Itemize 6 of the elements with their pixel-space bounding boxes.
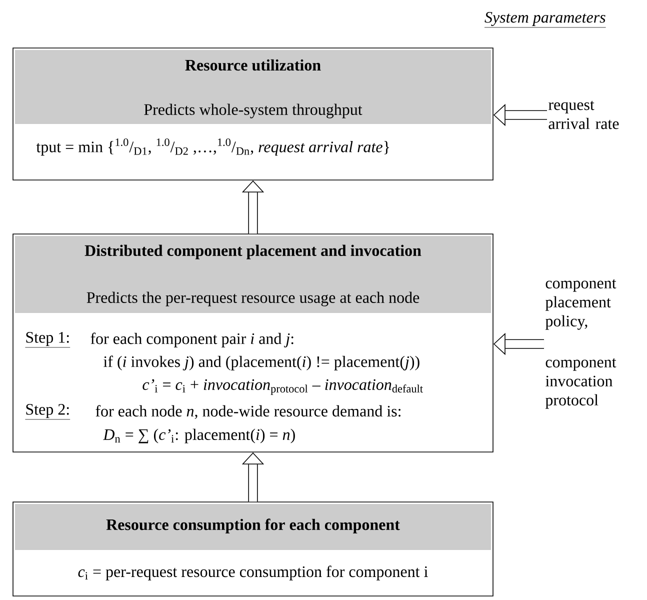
- process-box: Resource consumption for each component c$_{i}$ = per-request resource consumption for component i: [12, 502, 494, 596]
- input-label: request arrival rate: [548, 100, 619, 130]
- process-box: Resource utilization Predicts whole-system throughput tput = min {$^{1.0}$/$_{D1}$, $^{1.0}$/$_{D2}$ ,…,$^{1.0}$/$_{Dn}$, request arrival rate}: [12, 48, 494, 180]
- process-box: Distributed component placement and invocation Predicts the per-request resource usage at each node Step 1: for each component pair i andj: if (i invokes j) and (placement(i) != placement(j)) c’$_{i}$ = c$_{i}$ + invocation$_{protocol}$ – invocation$_{default}$ Step 2: for each node n, node-wide resource demand is: D$_{n}$ = ∑ (c’$_{i}$: placement(i) = n): [12, 234, 494, 452]
- input-label: component placement policy, component invocation protocol: [545, 279, 616, 409]
- section-heading: System parameters: [484, 12, 606, 28]
